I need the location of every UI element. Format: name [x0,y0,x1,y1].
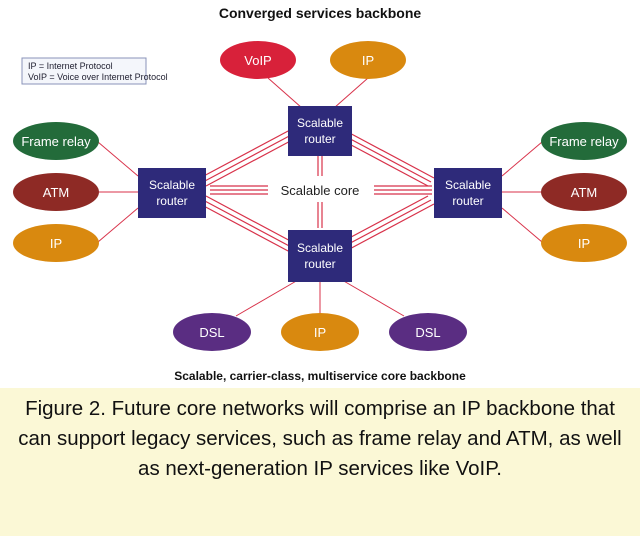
service-label: ATM [571,185,597,200]
service-ip-left: IP [13,224,99,262]
service-label: Frame relay [549,134,619,149]
link-top-bottom [317,154,323,228]
scalable-core-label: Scalable core [281,183,360,198]
router-label-line1: Scalable [297,116,343,130]
service-label: Frame relay [21,134,91,149]
service-ip-top: IP [330,41,406,79]
router-label-line1: Scalable [149,178,195,192]
service-voip-top: VoIP [220,41,296,79]
service-label: DSL [415,325,440,340]
service-frame-relay-left: Frame relay [13,122,99,160]
service-label: IP [362,53,374,68]
service-frame-relay-right: Frame relay [541,122,627,160]
router-top: Scalable router [288,106,352,156]
legend-entry-ip: IP = Internet Protocol [28,61,113,71]
service-label: DSL [199,325,224,340]
service-ip-right: IP [541,224,627,262]
service-atm-left: ATM [13,173,99,211]
service-label: ATM [43,185,69,200]
service-label: IP [578,236,590,251]
diagram-title: Converged services backbone [219,5,422,21]
service-label: IP [314,325,326,340]
legend: IP = Internet Protocol VoIP = Voice over… [21,57,168,85]
router-label-line1: Scalable [297,241,343,255]
service-dsl-bottom-left: DSL [173,313,251,351]
router-label-line2: router [156,194,187,208]
service-atm-right: ATM [541,173,627,211]
link-bottom-left [199,195,297,253]
network-diagram: Converged services backbone IP = Interne… [13,5,627,383]
router-label-line2: router [452,194,483,208]
service-label: IP [50,236,62,251]
access-links [97,77,543,317]
router-left: Scalable router [138,168,206,218]
legend-box [21,57,147,85]
router-right: Scalable router [434,168,502,218]
link-bottom-right [337,195,435,253]
service-ip-bottom: IP [281,313,359,351]
diagram-subtitle: Scalable, carrier-class, multiservice co… [174,369,466,383]
core-links [199,129,435,253]
service-dsl-bottom-right: DSL [389,313,467,351]
figure-caption: Figure 2. Future core networks will comp… [0,388,640,536]
router-label-line2: router [304,257,335,271]
router-label-line2: router [304,132,335,146]
link-top-right [337,129,435,187]
link-left-right [210,185,432,195]
router-bottom: Scalable router [288,230,352,282]
router-label-line1: Scalable [445,178,491,192]
service-label: VoIP [244,53,271,68]
legend-entry-voip: VoIP = Voice over Internet Protocol [28,72,168,82]
link-top-left [199,129,297,187]
